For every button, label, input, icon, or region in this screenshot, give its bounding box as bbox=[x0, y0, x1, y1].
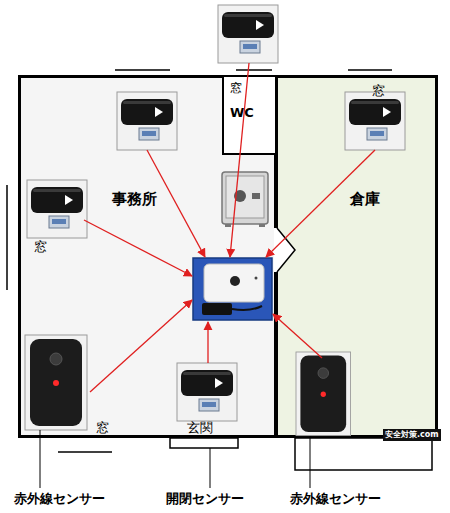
window-label: 窓 bbox=[96, 419, 109, 437]
window-label: 窓 bbox=[230, 80, 242, 97]
warehouse-shutter bbox=[295, 438, 432, 470]
window-mark bbox=[236, 69, 272, 71]
sensor-label: 赤外線センサー bbox=[14, 490, 105, 508]
safe-icon bbox=[222, 172, 268, 227]
window-mark bbox=[348, 69, 392, 71]
door-symbol bbox=[277, 228, 295, 272]
room-name: 倉庫 bbox=[350, 190, 380, 209]
door-sensor bbox=[177, 363, 237, 421]
window-mark bbox=[115, 69, 170, 71]
door-gap bbox=[274, 228, 279, 272]
leader-line bbox=[310, 436, 311, 488]
warehouse-room: 倉庫 bbox=[275, 75, 438, 438]
window-label: 窓 bbox=[34, 238, 47, 256]
door-sensor bbox=[345, 92, 405, 150]
entrance-label: 玄関 bbox=[187, 419, 213, 437]
room-name: WC bbox=[230, 105, 254, 120]
entrance-step bbox=[170, 438, 238, 448]
infrared-sensor bbox=[25, 335, 87, 430]
door-sensor bbox=[218, 5, 278, 63]
door-sensor bbox=[117, 92, 177, 150]
window-mark bbox=[6, 185, 8, 290]
control-unit bbox=[193, 258, 272, 320]
leader-line bbox=[210, 448, 211, 488]
room-name: 事務所 bbox=[112, 190, 157, 209]
leader-line bbox=[40, 430, 41, 488]
infrared-sensor bbox=[296, 352, 351, 436]
door-sensor bbox=[27, 180, 87, 238]
sensor-label: 開閉センサー bbox=[166, 490, 244, 508]
watermark: 安全対策.com bbox=[383, 429, 441, 441]
office-room: 事務所 WC bbox=[18, 75, 277, 438]
sensor-label: 赤外線センサー bbox=[290, 490, 381, 508]
signal-arrows bbox=[84, 63, 375, 392]
window-mark bbox=[58, 451, 112, 453]
window-label: 窓 bbox=[372, 82, 385, 100]
